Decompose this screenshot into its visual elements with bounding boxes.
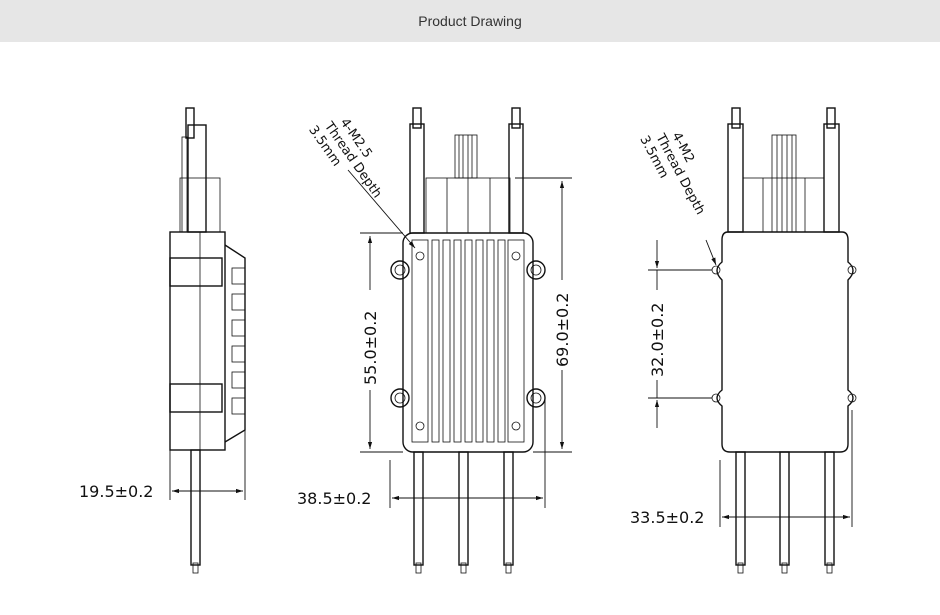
bottom-hole-spacing-dimension: 32.0±0.2 xyxy=(648,303,667,377)
bottom-width-dimension: 33.5±0.2 xyxy=(630,508,704,527)
heatsink-length-dimension: 69.0±0.2 xyxy=(553,293,572,367)
bottom-view: 32.0±0.2 33.5±0.2 4-M2 Thread Depth 3.5m… xyxy=(630,107,857,574)
heatsink-view: 55.0±0.2 69.0±0.2 38.5±0.2 4-M2.5 Thread… xyxy=(297,107,574,574)
side-width-dimension: 19.5±0.2 xyxy=(79,482,153,501)
heatsink-hole-spacing-dimension: 55.0±0.2 xyxy=(361,311,380,385)
bottom-thread-note: 4-M2 Thread Depth 3.5mm xyxy=(636,130,707,218)
heatsink-thread-note: 4-M2.5 Thread Depth 3.5mm xyxy=(305,116,384,201)
page-header: Product Drawing xyxy=(0,0,940,42)
page-title: Product Drawing xyxy=(418,13,522,29)
side-view: 19.5±0.2 xyxy=(79,107,246,574)
heatsink-width-dimension: 38.5±0.2 xyxy=(297,489,371,508)
